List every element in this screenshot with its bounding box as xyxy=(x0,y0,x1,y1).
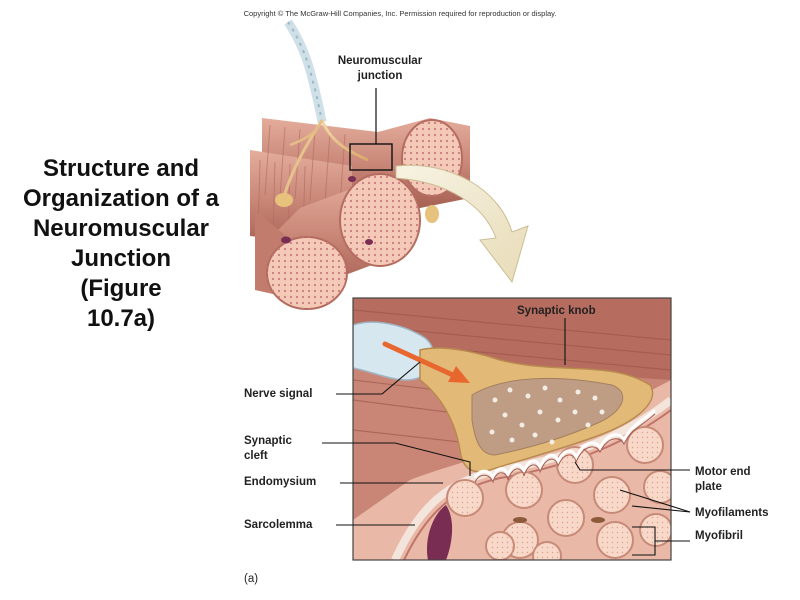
label-line: cleft xyxy=(244,450,268,462)
synaptic-vesicles xyxy=(489,385,605,445)
nerve-axon xyxy=(275,19,439,223)
nucleus-icon xyxy=(426,505,453,560)
label-motor-end-plate: Motor end plate xyxy=(695,465,751,495)
title-line-5: (Figure xyxy=(80,275,162,302)
label-line: Synaptic xyxy=(244,435,292,447)
title-line-3: Neuromuscular xyxy=(32,215,210,242)
label-synaptic-cleft: Synaptic cleft xyxy=(244,434,292,464)
title-line-6: 10.7a) xyxy=(86,305,156,332)
leader-lines xyxy=(322,318,691,556)
zoom-arrow-icon xyxy=(395,164,529,284)
label-myofilaments: Myofilaments xyxy=(695,507,769,519)
title-line-4: Junction xyxy=(71,245,171,272)
junction-highlight-box xyxy=(349,143,393,171)
detail-panel xyxy=(352,297,672,561)
slide-title: Structure and Organization of a Neuromus… xyxy=(6,154,236,334)
title-line-2: Organization of a xyxy=(22,185,219,212)
motor-end-plate-folds xyxy=(473,408,657,484)
label-nerve-signal: Nerve signal xyxy=(244,388,313,400)
label-myofibril: Myofibril xyxy=(695,530,743,542)
label-line: Neuromuscular xyxy=(337,55,423,67)
label-panel-a: (a) xyxy=(244,573,259,585)
copyright-notice: Copyright © The McGraw-Hill Companies, I… xyxy=(243,9,557,18)
label-synaptic-knob: Synaptic knob xyxy=(517,305,596,317)
label-line: plate xyxy=(695,481,722,493)
nucleus-icon xyxy=(281,236,291,244)
label-sarcolemma: Sarcolemma xyxy=(244,519,313,531)
label-line: Motor end xyxy=(695,466,751,478)
title-line-1: Structure and xyxy=(42,155,200,182)
myofibril-cluster xyxy=(446,426,671,560)
label-endomysium: Endomysium xyxy=(244,476,317,488)
label-neuromuscular-junction: Neuromuscular junction xyxy=(330,54,430,84)
label-line: junction xyxy=(357,70,403,82)
nerve-signal-arrow xyxy=(382,341,458,379)
